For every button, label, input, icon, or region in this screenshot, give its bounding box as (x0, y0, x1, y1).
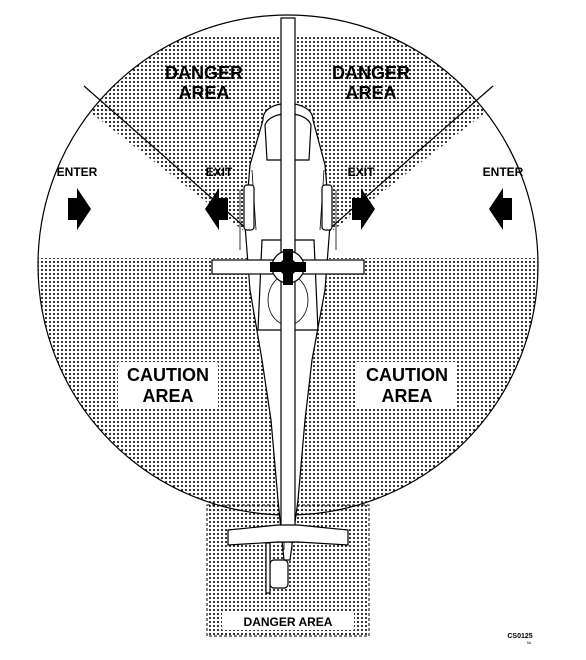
caution-right-label-line1: CAUTION (366, 365, 448, 385)
figure-code: CS0125 (507, 633, 532, 640)
arrow-left-icon (205, 188, 228, 230)
enter-left-label: ENTER (57, 165, 98, 179)
arrow-right-icon (68, 188, 91, 230)
helicopter-top-view (211, 17, 365, 594)
figure-code-sub: 5A (527, 641, 532, 645)
caution-right-label-line2: AREA (381, 386, 432, 406)
arrow-left-icon (489, 188, 512, 230)
danger-tail-label: DANGER AREA (244, 615, 333, 629)
enter-right-label: ENTER (483, 165, 524, 179)
danger-tail-label-bg (222, 612, 354, 630)
danger-left-label-line2: AREA (178, 83, 229, 103)
danger-left-label-line1: DANGER (165, 63, 243, 83)
danger-right-label-line2: AREA (345, 83, 396, 103)
caution-right-label-bg (357, 362, 457, 408)
caution-left-label-bg (118, 362, 218, 408)
caution-left-label-line1: CAUTION (127, 365, 209, 385)
caution-left-label-line2: AREA (142, 386, 193, 406)
arrow-right-icon (352, 188, 375, 230)
danger-right-label-line1: DANGER (332, 63, 410, 83)
exit-left-label: EXIT (206, 165, 233, 179)
exit-right-label: EXIT (348, 165, 375, 179)
